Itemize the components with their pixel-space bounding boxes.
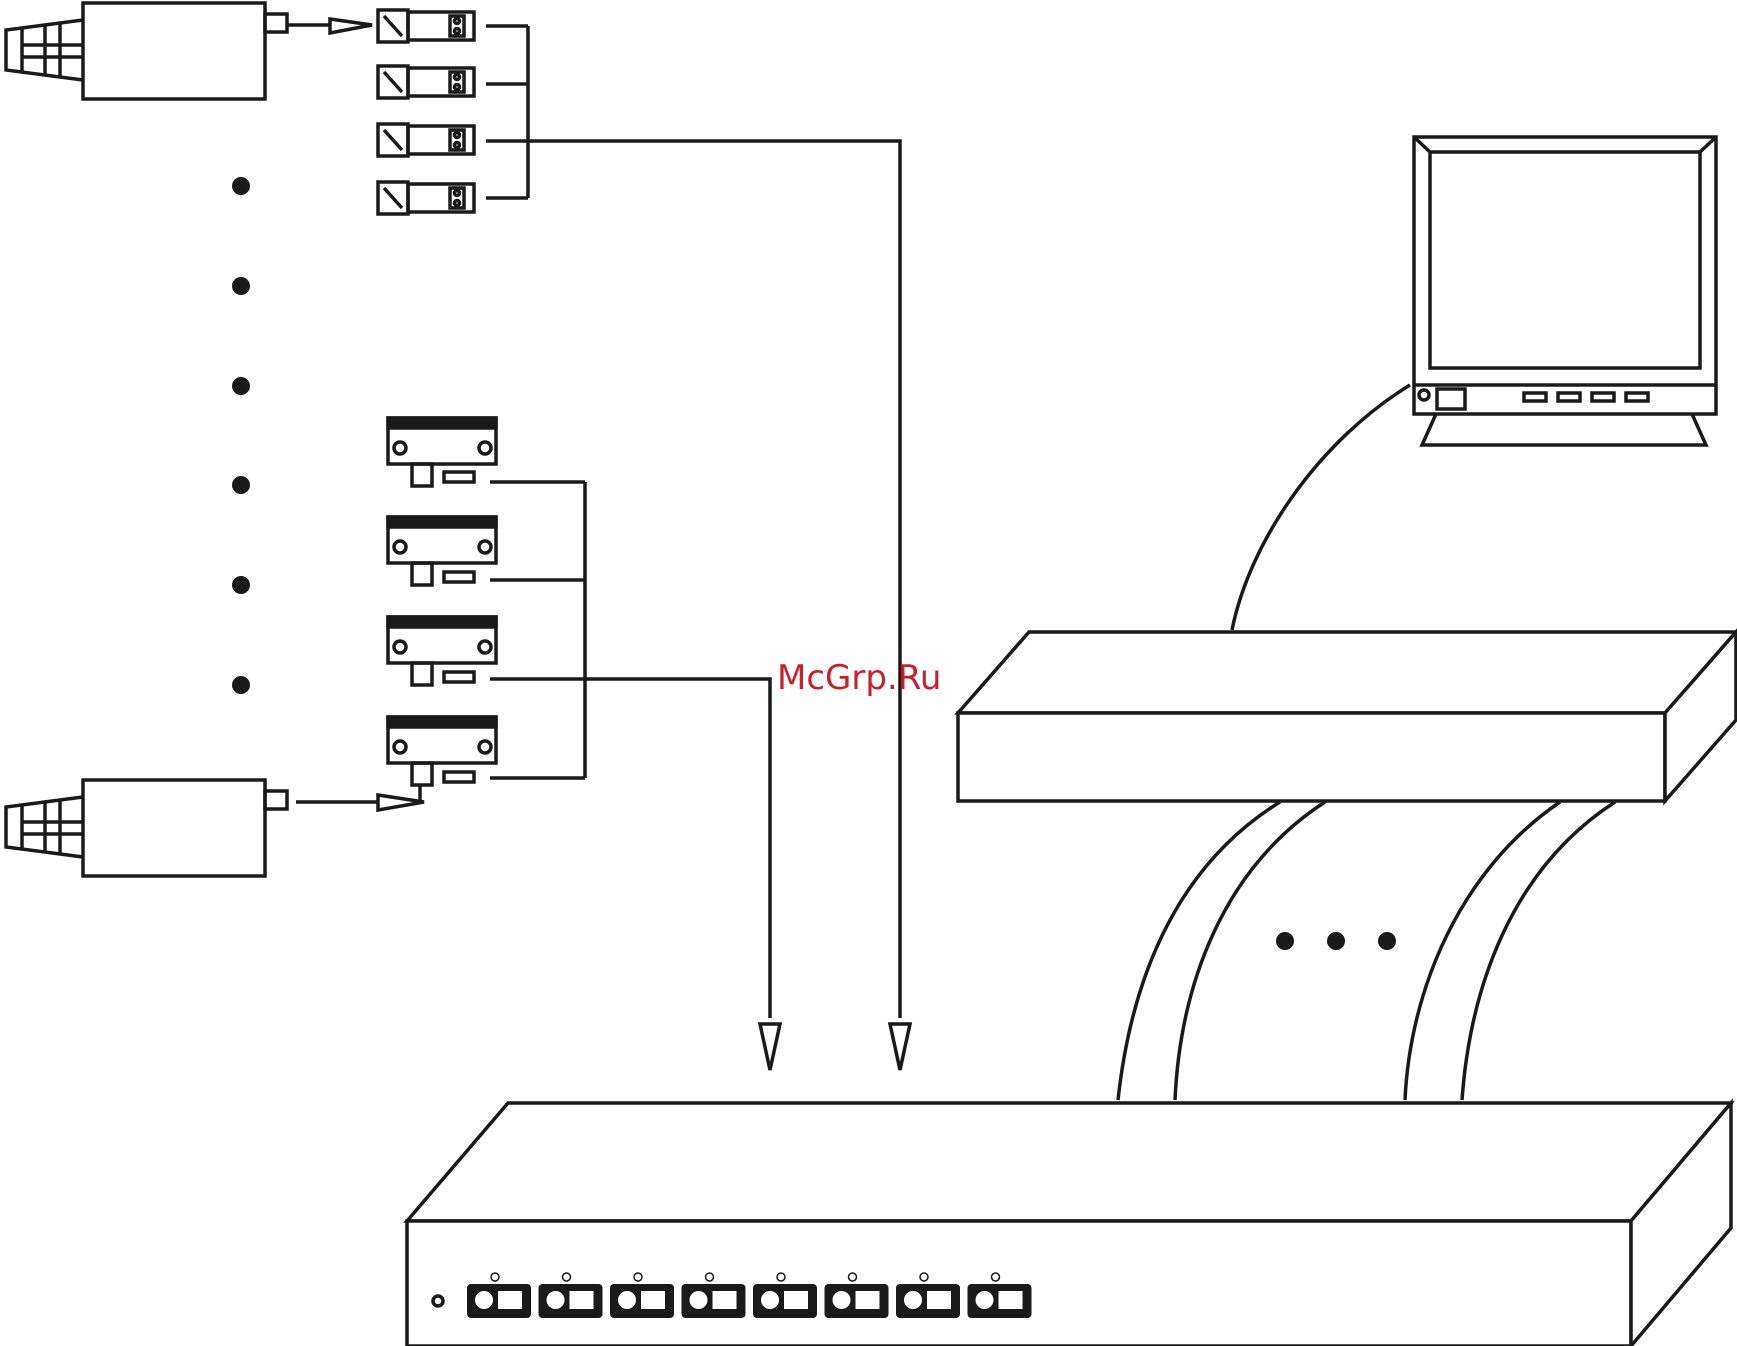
watermark-text: McGrp.Ru xyxy=(777,658,941,698)
cable-monitor-to-controller xyxy=(1232,385,1410,630)
more-cameras-dots xyxy=(232,177,250,694)
monitor xyxy=(1414,137,1716,445)
receiver-2 xyxy=(388,517,496,585)
dvr-unit xyxy=(407,1103,1731,1346)
transmitter-4 xyxy=(378,182,474,214)
cable-receivers-to-dvr xyxy=(585,679,780,1070)
receiver-bus xyxy=(490,482,585,778)
transmitter-2 xyxy=(378,66,474,98)
receiver-1 xyxy=(388,418,496,486)
receiver-3 xyxy=(388,617,496,685)
camera-bottom xyxy=(6,780,287,876)
transmitter-3 xyxy=(378,124,474,156)
camera-top xyxy=(6,3,287,99)
more-cables-dots xyxy=(1276,932,1396,950)
arrow-camera-to-transmitter xyxy=(287,19,372,33)
cable-bundle xyxy=(1118,802,1615,1100)
arrow-camera-to-receiver xyxy=(296,786,424,810)
transmitter-1 xyxy=(378,10,474,42)
transmitter-bus xyxy=(486,26,528,198)
controller-box xyxy=(958,632,1736,801)
receiver-4 xyxy=(388,717,496,785)
